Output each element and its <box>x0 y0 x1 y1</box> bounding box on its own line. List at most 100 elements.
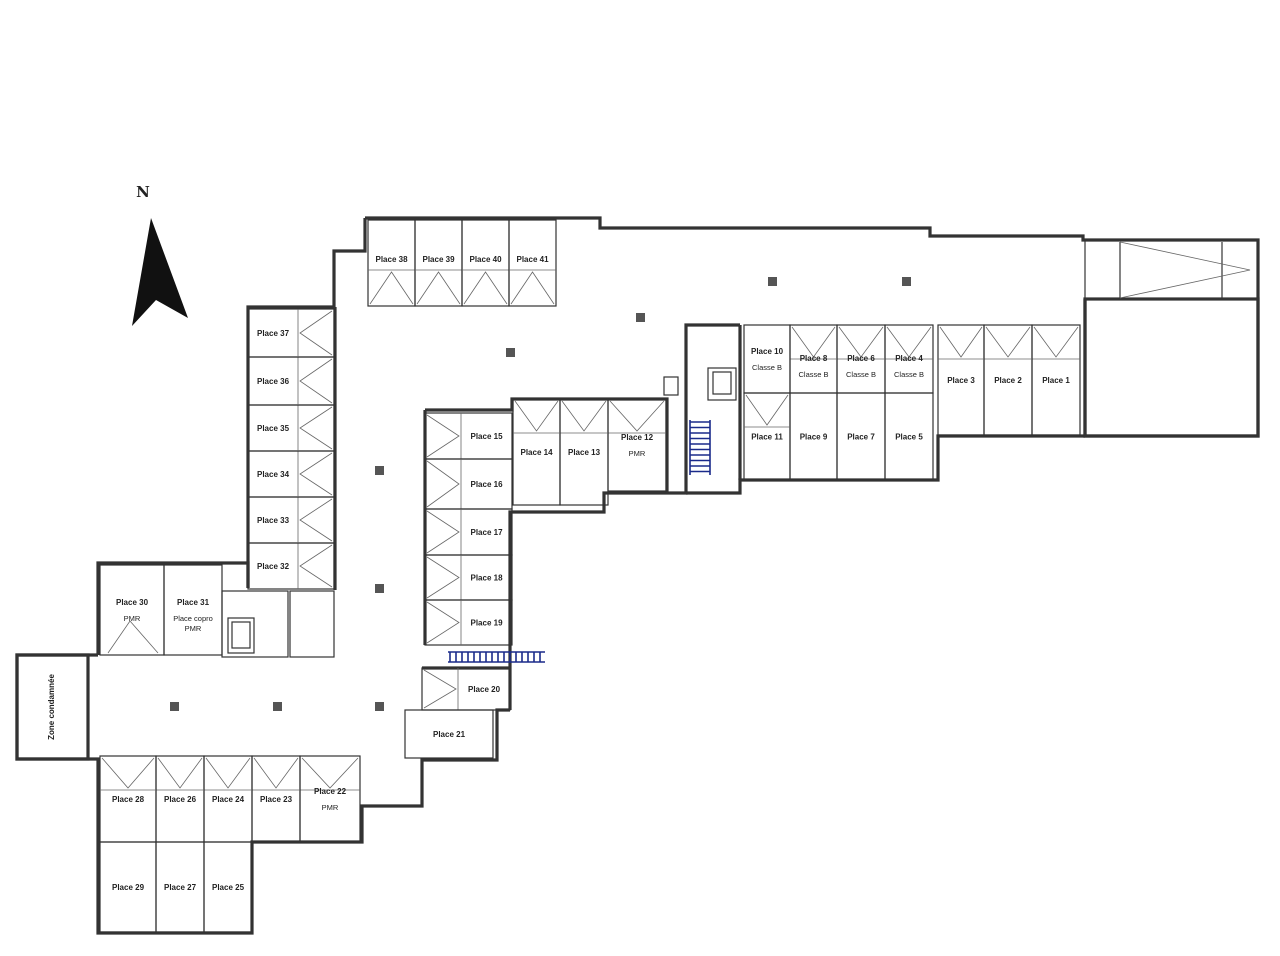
bay-sublabel-2: PMR <box>185 624 202 633</box>
bay-label: Place 41 <box>516 255 549 264</box>
bay-sublabel: PMR <box>322 803 339 812</box>
bay-entry-marker-icon <box>297 357 333 405</box>
bay-label: Place 37 <box>257 329 290 338</box>
bay-entry-marker-icon <box>608 400 666 434</box>
pillars <box>170 277 911 711</box>
parking-bay-p23[interactable]: Place 23 <box>251 755 301 843</box>
parking-bay-p5[interactable]: Place 5 <box>884 392 934 481</box>
parking-bay-p33[interactable]: Place 33 <box>247 496 335 544</box>
parking-bay-p29[interactable]: Place 29 <box>99 841 157 933</box>
bay-label: Place 17 <box>470 528 503 537</box>
bay-entry-marker-icon <box>426 413 462 459</box>
bay-label: Place 15 <box>470 432 503 441</box>
bay-label: Place 12 <box>621 433 654 442</box>
bay-entry-marker-icon <box>252 757 300 791</box>
parking-bay-p18[interactable]: Place 18 <box>424 554 513 601</box>
bay-label: Place 18 <box>470 574 503 583</box>
parking-bay-p20[interactable]: Place 20 <box>421 667 511 711</box>
parking-bay-p24[interactable]: Place 24 <box>203 755 253 843</box>
bay-entry-marker-icon <box>297 405 333 451</box>
bay-label: Place 29 <box>112 883 145 892</box>
ramp-structure <box>1084 240 1251 299</box>
parking-bay-p11[interactable]: Place 11 <box>743 392 791 481</box>
bay-label: Place 27 <box>164 883 197 892</box>
bay-label: Place 13 <box>568 448 601 457</box>
bay-sublabel: Classe B <box>798 370 828 379</box>
parking-bay-p35[interactable]: Place 35 <box>247 404 335 452</box>
parking-bay-p3[interactable]: Place 3 <box>937 324 985 436</box>
bay-label: Place 11 <box>751 433 783 442</box>
bay-sublabel: PMR <box>629 449 646 458</box>
bay-label: Place 40 <box>469 255 502 264</box>
bay-entry-marker-icon <box>426 459 462 509</box>
bay-sublabel: Place copro <box>173 614 213 623</box>
zone-condamnee-label: Zone condamnée <box>47 674 56 740</box>
bay-entry-marker-icon <box>204 757 252 791</box>
bay-label: Place 38 <box>375 255 408 264</box>
parking-bay-p6[interactable]: Place 6 Classe B <box>836 324 886 394</box>
bay-label: Place 25 <box>212 883 245 892</box>
bay-entry-marker-icon <box>426 509 462 555</box>
parking-bay-p40[interactable]: Place 40 <box>461 219 510 307</box>
parking-bay-p28[interactable]: Place 28 <box>99 755 157 843</box>
bay-entry-marker-icon <box>790 326 837 360</box>
parking-bay-p14[interactable]: Place 14 <box>512 398 561 506</box>
parking-bay-p21[interactable]: Place 21 <box>404 709 494 759</box>
bay-entry-marker-icon <box>297 543 333 589</box>
parking-bay-p26[interactable]: Place 26 <box>155 755 205 843</box>
bay-entry-marker-icon <box>744 394 790 428</box>
parking-bay-p13[interactable]: Place 13 <box>559 398 609 506</box>
parking-bay-p27[interactable]: Place 27 <box>155 841 205 933</box>
bay-entry-marker-icon <box>885 326 933 360</box>
parking-bay-p34[interactable]: Place 34 <box>247 450 335 498</box>
bay-label: Place 35 <box>257 424 290 433</box>
bay-label: Place 30 <box>116 598 149 607</box>
parking-bay-p2[interactable]: Place 2 <box>983 324 1033 436</box>
parking-bay-p36[interactable]: Place 36 <box>247 356 335 406</box>
inner-walls <box>221 307 669 670</box>
bay-entry-marker-icon <box>300 757 360 791</box>
bay-entry-marker-icon <box>100 757 156 791</box>
parking-bay-p19[interactable]: Place 19 <box>424 599 513 646</box>
parking-bay-p37[interactable]: Place 37 <box>247 308 335 358</box>
bay-label: Place 21 <box>433 730 466 739</box>
parking-bay-p41[interactable]: Place 41 <box>508 219 557 307</box>
bay-entry-marker-icon <box>513 400 560 434</box>
bay-entry-marker-icon <box>837 326 885 360</box>
parking-bay-p1[interactable]: Place 1 <box>1031 324 1081 436</box>
bay-entry-marker-icon <box>426 600 462 645</box>
bay-label: Place 24 <box>212 795 245 804</box>
parking-bay-p25[interactable]: Place 25 <box>203 841 253 933</box>
parking-bay-p15[interactable]: Place 15 <box>424 412 513 460</box>
bay-entry-marker-icon <box>426 555 462 600</box>
parking-bay-p39[interactable]: Place 39 <box>414 219 463 307</box>
lift-rooms <box>227 367 737 654</box>
parking-bay-p38[interactable]: Place 38 <box>367 219 416 307</box>
parking-bay-p17[interactable]: Place 17 <box>424 508 513 556</box>
parking-bay-p32[interactable]: Place 32 <box>247 542 335 590</box>
parking-bay-p16[interactable]: Place 16 <box>424 458 513 510</box>
bay-label: Place 32 <box>257 562 290 571</box>
bay-entry-marker-icon <box>1032 326 1080 360</box>
parking-bay-p12[interactable]: Place 12 PMR <box>607 398 667 492</box>
bay-label: Place 5 <box>895 433 923 442</box>
parking-bay-p7[interactable]: Place 7 <box>836 392 886 481</box>
bay-label: Place 14 <box>520 448 553 457</box>
parking-bay-p9[interactable]: Place 9 <box>789 392 838 481</box>
bay-label: Place 19 <box>470 619 503 628</box>
bay-label: Place 6 <box>847 354 875 363</box>
bay-label: Place 36 <box>257 377 290 386</box>
bay-label: Place 23 <box>260 795 293 804</box>
bay-label: Place 10 <box>751 347 784 356</box>
bay-label: Place 20 <box>468 685 501 694</box>
bay-sublabel: Classe B <box>846 370 876 379</box>
bay-label: Place 39 <box>422 255 455 264</box>
